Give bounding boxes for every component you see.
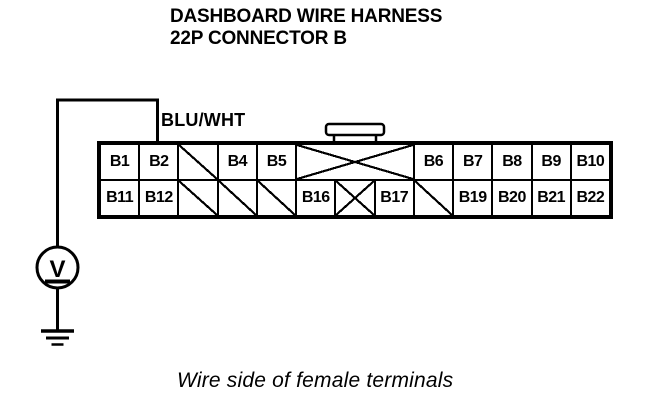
pin-cell-B1: B1	[100, 144, 140, 180]
pin-cell-B21: B21	[531, 180, 571, 216]
pin-cell-B17: B17	[374, 180, 414, 216]
voltmeter-symbol: V	[49, 256, 65, 283]
wire-color-label: BLU/WHT	[161, 110, 246, 130]
pin-cell-B6: B6	[413, 144, 454, 180]
diagram-title-line1: DASHBOARD WIRE HARNESS	[170, 6, 443, 27]
pin-cell-B16: B16	[296, 180, 336, 216]
connector-lock-tab-icon	[324, 122, 386, 146]
empty-terminal-cell	[178, 180, 218, 216]
pin-cell-B20: B20	[492, 180, 532, 216]
empty-terminal-cell	[178, 144, 218, 180]
empty-terminal-cell	[256, 180, 297, 216]
pin-cell-B5: B5	[256, 144, 297, 180]
diagram-title-line2: 22P CONNECTOR B	[170, 28, 347, 49]
pin-cell-B8: B8	[492, 144, 532, 180]
empty-terminal-cell	[413, 180, 454, 216]
pin-cell-B19: B19	[453, 180, 493, 216]
pin-cell-B2: B2	[139, 144, 179, 180]
terminal-side-caption: Wire side of female terminals	[177, 369, 454, 392]
pin-cell-B4: B4	[217, 144, 257, 180]
pin-cell-B12: B12	[139, 180, 179, 216]
empty-terminal-cell	[217, 180, 257, 216]
keyway-blocked-cell	[296, 144, 414, 180]
pin-cell-B11: B11	[100, 180, 140, 216]
keyway-blocked-cell	[335, 180, 375, 216]
voltmeter-icon: V	[35, 245, 80, 290]
pin-cell-B7: B7	[453, 144, 493, 180]
ground-icon	[41, 329, 74, 346]
test-wire	[56, 98, 159, 248]
pin-cell-B9: B9	[531, 144, 571, 180]
pin-cell-B10: B10	[570, 144, 610, 180]
diagram-title: DASHBOARD WIRE HARNESS 22P CONNECTOR B	[170, 6, 442, 50]
pin-cell-B22: B22	[570, 180, 610, 216]
